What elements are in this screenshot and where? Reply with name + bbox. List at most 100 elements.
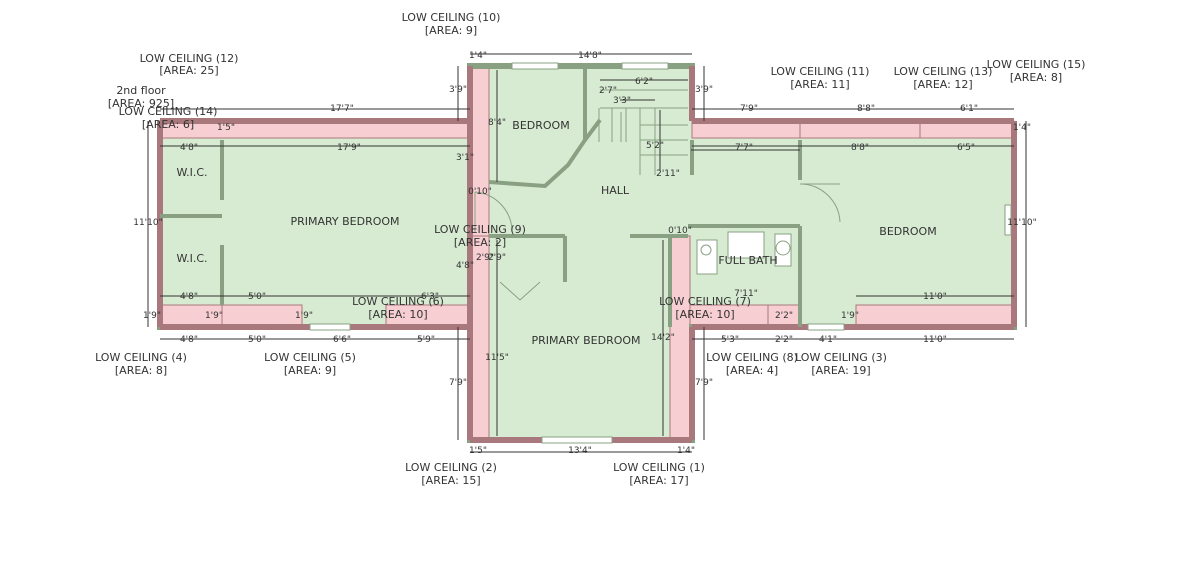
lc-area: [AREA: 19] — [811, 364, 870, 377]
stairs — [598, 89, 688, 175]
dim-label: 6'1" — [960, 104, 978, 114]
dim-label: 8'8" — [851, 143, 869, 153]
room-label-bedroom-top: BEDROOM — [512, 119, 569, 132]
dim-label: 0'10" — [468, 187, 492, 197]
room-label-wic-top: W.I.C. — [176, 166, 207, 179]
lc-label: LOW CEILING (8) — [706, 351, 798, 364]
dim-label: 5'0" — [248, 335, 266, 345]
floor-title: 2nd floor [AREA: 925] — [108, 84, 174, 110]
lc-label: LOW CEILING (12) — [140, 52, 239, 65]
dim-label: 3'9" — [449, 85, 467, 95]
dim-label: 4'8" — [456, 261, 474, 271]
room-label-hall: HALL — [601, 184, 630, 197]
dim-label: 5'2" — [646, 141, 664, 151]
doors — [474, 183, 841, 301]
lc-area: [AREA: 12] — [913, 78, 972, 91]
dim-label: 1'9" — [143, 311, 161, 321]
dim-label: 11'0" — [923, 335, 947, 345]
room-label-primary-bedroom-bottom: PRIMARY BEDROOM — [531, 334, 640, 347]
lc-label: LOW CEILING (1) — [613, 461, 705, 474]
dim-label: 2'9" — [488, 253, 506, 263]
lc-area: [AREA: 9] — [284, 364, 336, 377]
dim-label: 7'7" — [735, 143, 753, 153]
floor-name: 2nd floor — [116, 84, 166, 97]
lc-label: LOW CEILING (6) — [352, 295, 444, 308]
dim-label: 5'0" — [248, 292, 266, 302]
floor-area: [AREA: 925] — [108, 97, 174, 110]
dim-label: 1'5" — [469, 446, 487, 456]
lc-strip-3 — [855, 304, 1015, 328]
lc-area: [AREA: 25] — [159, 64, 218, 77]
dim-label: 4'8" — [180, 335, 198, 345]
dim-label: 7'9" — [740, 104, 758, 114]
lc-label: LOW CEILING (7) — [659, 295, 751, 308]
lc-label: LOW CEILING (15) — [987, 58, 1086, 71]
dim-label: 4'8" — [180, 143, 198, 153]
dim-label: 2'9" — [476, 253, 494, 263]
dim-label: 5'9" — [417, 335, 435, 345]
room-label-full-bath: FULL BATH — [718, 254, 777, 267]
lc-label: LOW CEILING (10) — [402, 11, 501, 24]
dim-label: 2'2" — [775, 311, 793, 321]
dim-label: 3'1" — [456, 153, 474, 163]
lc-label: LOW CEILING (2) — [405, 461, 497, 474]
lc-area: [AREA: 8] — [1010, 71, 1062, 84]
dim-label: 0'10" — [668, 226, 692, 236]
lc-area: [AREA: 4] — [726, 364, 778, 377]
room-labels: BEDROOM HALL PRIMARY BEDROOM W.I.C. W.I.… — [176, 119, 936, 347]
dim-label: 4'1" — [819, 335, 837, 345]
dim-label: 1'4" — [1013, 123, 1031, 133]
dim-label: 2'7" — [599, 86, 617, 96]
lc-area: [AREA: 8] — [115, 364, 167, 377]
windows — [309, 62, 1012, 444]
dimension-lines — [147, 53, 1027, 453]
dim-label: 8'8" — [857, 104, 875, 114]
dim-label: 1'9" — [295, 311, 313, 321]
dim-label: 5'3" — [721, 335, 739, 345]
lc-area: [AREA: 17] — [629, 474, 688, 487]
dim-label: 6'3" — [421, 292, 439, 302]
lc-area: [AREA: 10] — [368, 308, 427, 321]
dim-label: 1'9" — [205, 311, 223, 321]
room-label-bedroom-right: BEDROOM — [879, 225, 936, 238]
left-wing-floor — [160, 121, 475, 327]
room-label-primary-bedroom-left: PRIMARY BEDROOM — [290, 215, 399, 228]
lc-area: [AREA: 15] — [421, 474, 480, 487]
dim-label: 6'2" — [635, 77, 653, 87]
lc-label: LOW CEILING (14) — [119, 105, 218, 118]
dim-label: 1'9" — [841, 311, 859, 321]
bath-fixtures — [696, 231, 792, 275]
dim-label: 1'5" — [217, 123, 235, 133]
dim-label: 14'8" — [578, 51, 602, 61]
dim-label: 11'10" — [1007, 218, 1037, 228]
lc-label: LOW CEILING (11) — [771, 65, 870, 78]
lc-area: [AREA: 2] — [454, 236, 506, 249]
dim-label: 13'4" — [568, 446, 592, 456]
dim-label: 14'2" — [651, 333, 675, 343]
dim-label: 7'9" — [449, 378, 467, 388]
interior-walls — [160, 66, 802, 327]
center-top-floor — [470, 66, 692, 236]
center-bottom-floor — [470, 236, 692, 440]
dim-label: 3'3" — [613, 96, 631, 106]
dim-label: 1'4" — [469, 51, 487, 61]
lc-label: LOW CEILING (13) — [894, 65, 993, 78]
lc-label: LOW CEILING (3) — [795, 351, 887, 364]
lc-area: [AREA: 11] — [790, 78, 849, 91]
dim-label: 11'10" — [133, 218, 163, 228]
dim-label: 17'7" — [330, 104, 354, 114]
dim-label: 17'9" — [337, 143, 361, 153]
dim-label: 3'9" — [695, 85, 713, 95]
low-ceiling-strips — [159, 65, 1015, 441]
dim-label: 7'9" — [695, 378, 713, 388]
lc-label: LOW CEILING (9) — [434, 223, 526, 236]
dim-label: 11'0" — [923, 292, 947, 302]
dim-label: 11'5" — [485, 353, 509, 363]
dim-label: 1'4" — [677, 446, 695, 456]
lc-label: LOW CEILING (4) — [95, 351, 187, 364]
dim-label: 2'2" — [775, 335, 793, 345]
lc-area: [AREA: 10] — [675, 308, 734, 321]
dim-label: 2'11" — [656, 169, 680, 179]
dim-label: 7'11" — [734, 289, 758, 299]
